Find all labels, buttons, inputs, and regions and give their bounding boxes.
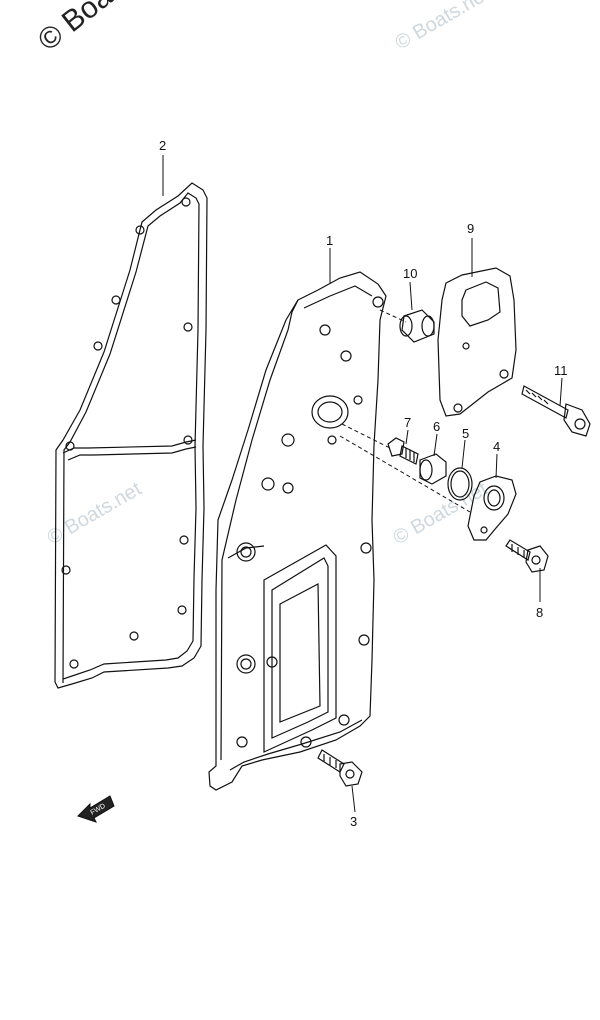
bolt-part-3 (317, 749, 363, 787)
spacer-part-6 (419, 453, 447, 485)
callout-6: 6 (433, 419, 440, 434)
callout-labels: 2 1 10 9 11 7 6 5 4 8 3 (159, 138, 568, 829)
leader-lines (162, 155, 563, 813)
callout-8: 8 (536, 605, 543, 620)
watermark-corner: © Boats (32, 0, 137, 58)
bushing-part-10 (399, 309, 435, 343)
callout-7: 7 (404, 415, 411, 430)
fwd-arrow: FWD (77, 795, 115, 823)
cover-plate-part-1 (208, 271, 387, 791)
oring-part-5 (447, 467, 473, 501)
bolt-part-8 (505, 539, 549, 573)
gasket-part-2 (54, 182, 208, 689)
bolt-part-11 (521, 385, 591, 437)
callout-9: 9 (467, 221, 474, 236)
callout-10: 10 (403, 266, 417, 281)
bracket-part-9 (437, 267, 517, 417)
alignment-lines (339, 309, 471, 513)
sensor-part-4 (467, 475, 517, 541)
bolt-part-7 (387, 437, 419, 465)
watermark-top-right: © Boats.net (392, 0, 494, 54)
callout-4: 4 (493, 439, 500, 454)
callout-5: 5 (462, 426, 469, 441)
callout-1: 1 (326, 233, 333, 248)
watermarks: © Boats © Boats.net © Boats.net © Boats.… (32, 0, 494, 549)
callout-2: 2 (159, 138, 166, 153)
watermark-right: © Boats.net (390, 478, 492, 550)
watermark-left: © Boats.net (44, 478, 146, 550)
callout-3: 3 (350, 814, 357, 829)
callout-11: 11 (554, 363, 568, 378)
